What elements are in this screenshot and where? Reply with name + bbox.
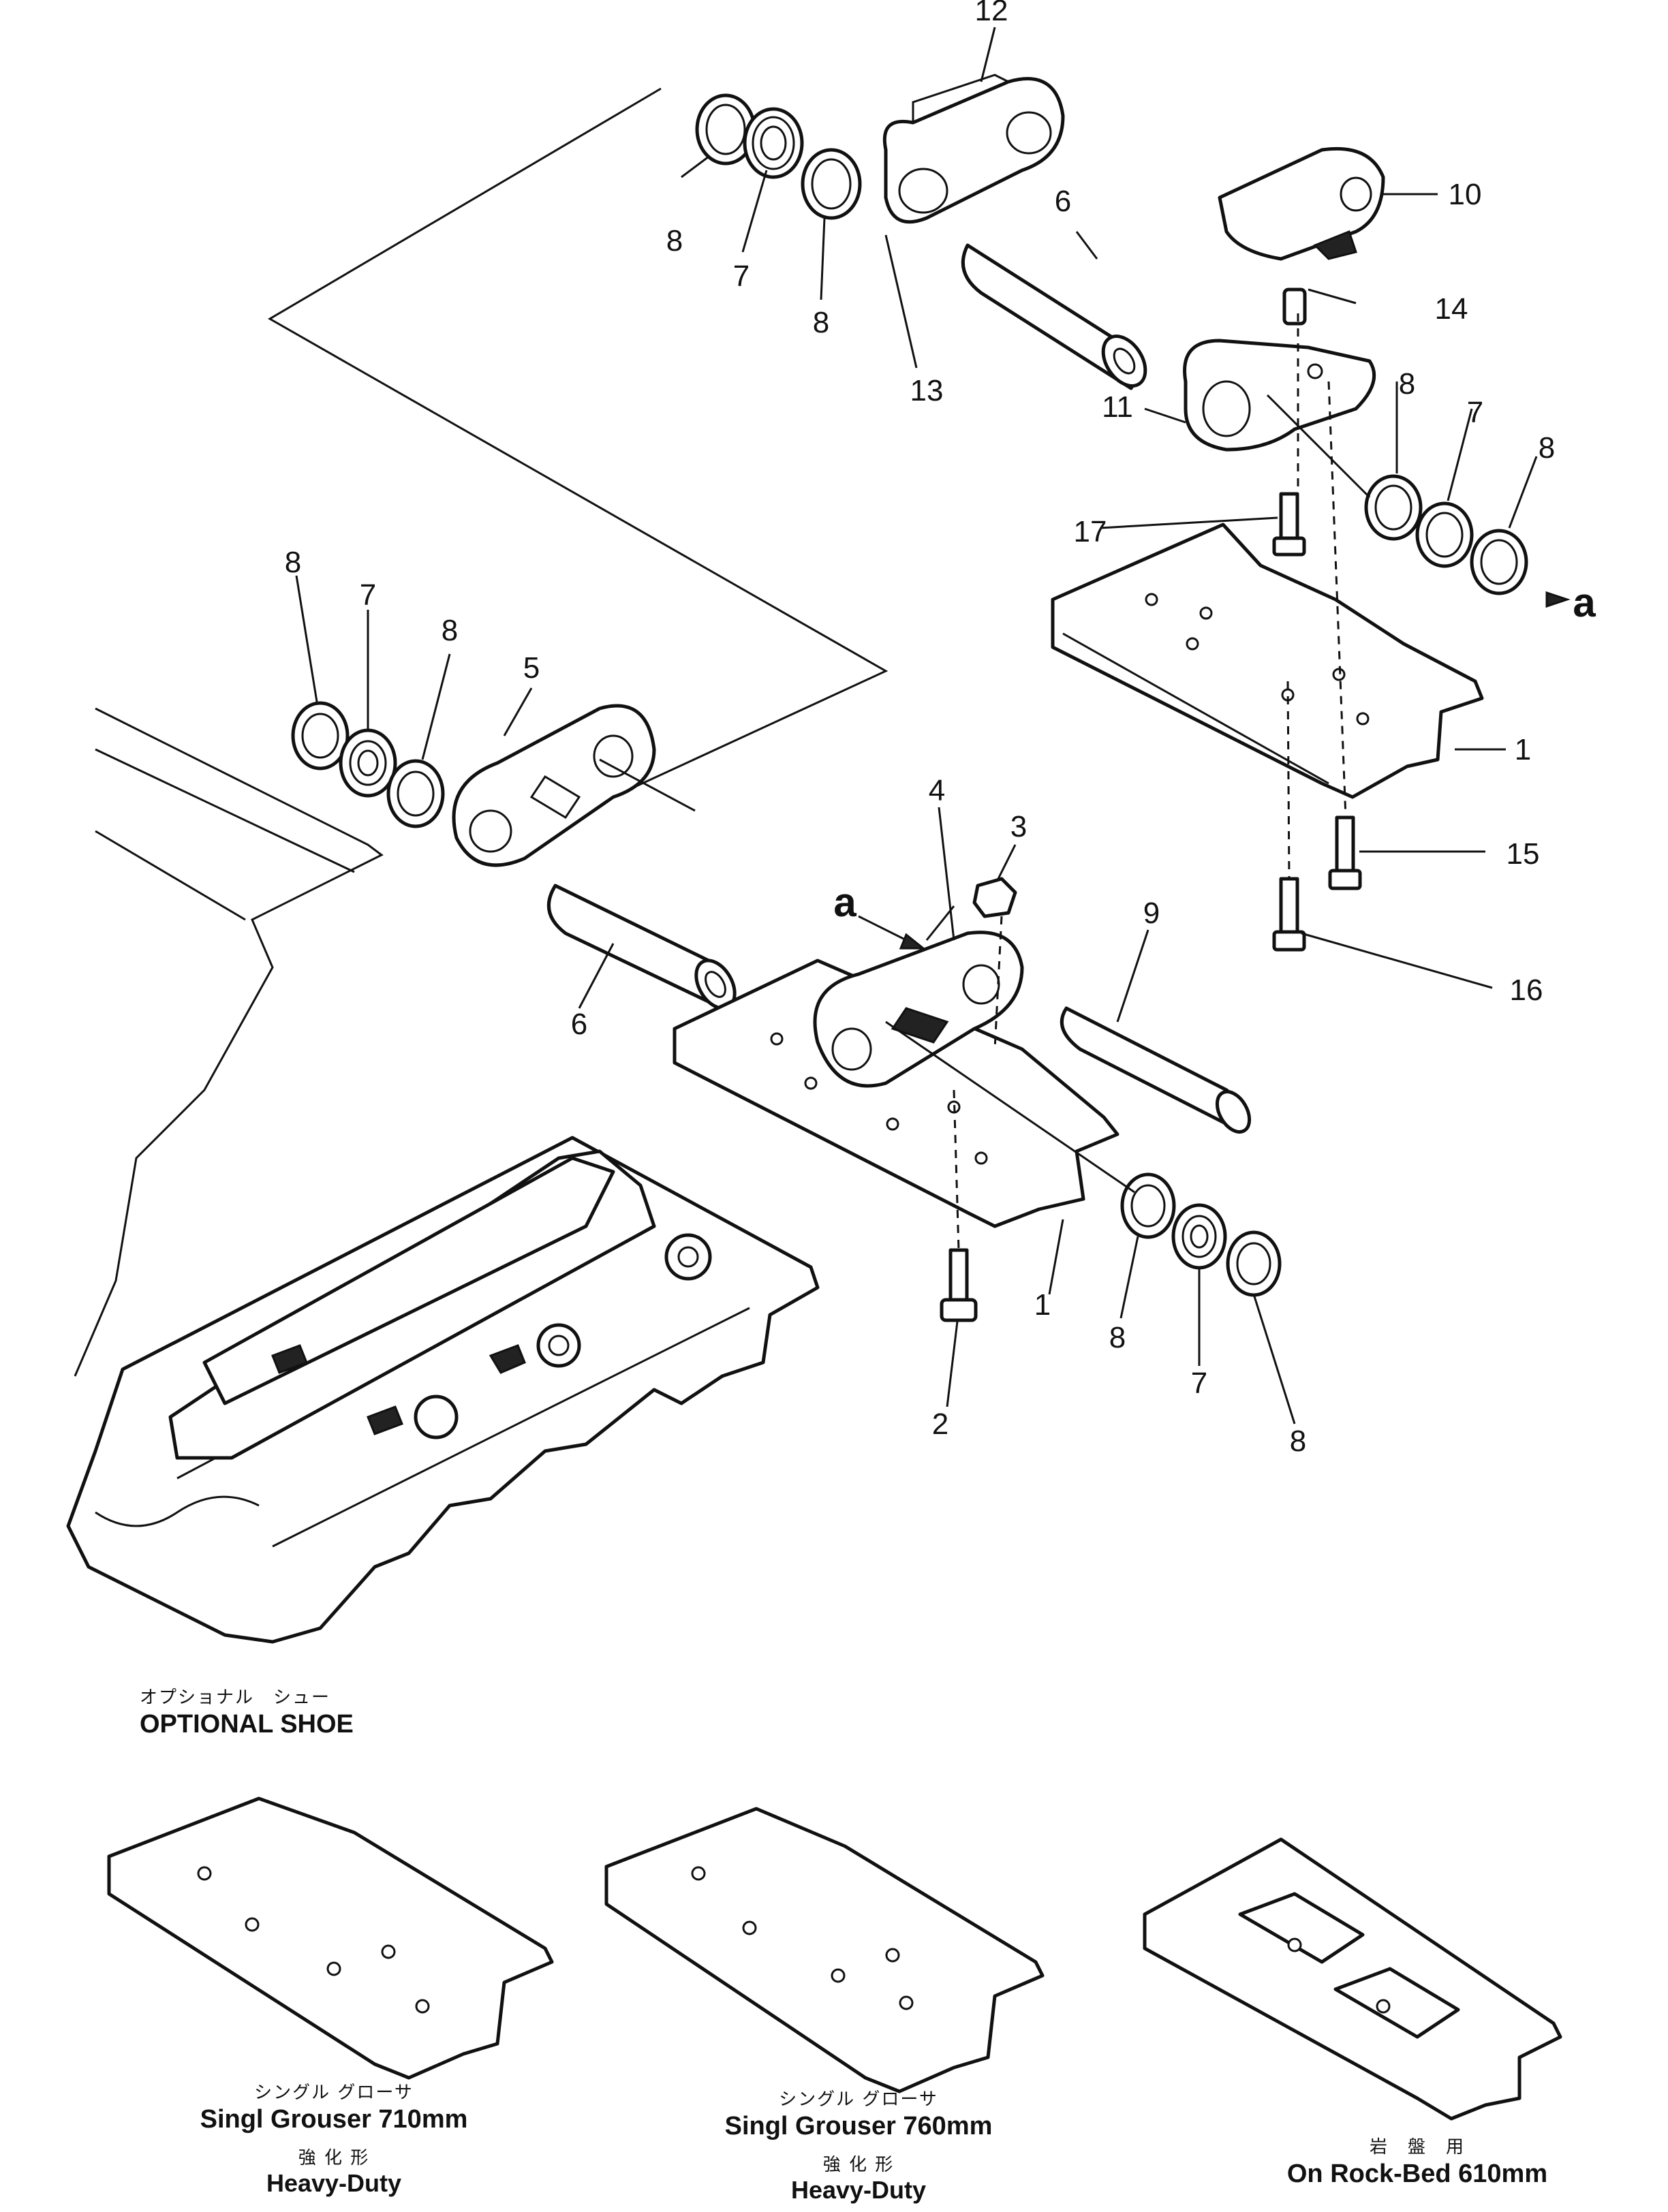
shoe-710-jp: シングル グローサ bbox=[254, 2083, 414, 2103]
washer-8-right-a bbox=[1364, 474, 1423, 541]
washer-8-low-b bbox=[1226, 1230, 1282, 1297]
shoe-760-jp: シングル グローサ bbox=[779, 2089, 938, 2110]
shoe-710-sub-jp: 強 化 形 bbox=[298, 2148, 370, 2168]
shoe-760-en: Singl Grouser 760mm bbox=[724, 2112, 993, 2140]
shoe-760-sub-jp: 強 化 形 bbox=[822, 2155, 895, 2175]
shoe-caption-rock-bed: 岩 盤 用 On Rock-Bed 610mm bbox=[1226, 2136, 1608, 2189]
pin-9 bbox=[1060, 1006, 1252, 1134]
callout-16: 16 bbox=[1510, 973, 1543, 1007]
optional-shoe-singl-760 bbox=[604, 1807, 1045, 2093]
optional-shoe-caption-en: OPTIONAL SHOE bbox=[140, 1710, 354, 1739]
optional-shoe-rock-bed-610 bbox=[1143, 1837, 1562, 2121]
shoe-rock-en: On Rock-Bed 610mm bbox=[1286, 2160, 1548, 2188]
callout-13: 13 bbox=[910, 374, 944, 407]
callout-14: 14 bbox=[1435, 292, 1468, 326]
callout-8-right-a: 8 bbox=[1399, 367, 1415, 401]
shoe-caption-760: シングル グローサ Singl Grouser 760mm 強 化 形 Heav… bbox=[681, 2088, 1036, 2204]
callout-12: 12 bbox=[975, 0, 1008, 27]
callout-8-low-a: 8 bbox=[1109, 1321, 1126, 1354]
callout-8-mid-a: 8 bbox=[285, 546, 301, 579]
shoe-caption-710: シングル グローサ Singl Grouser 710mm 強 化 形 Heav… bbox=[157, 2081, 511, 2197]
shoe-rock-jp: 岩 盤 用 bbox=[1369, 2137, 1465, 2158]
seal-7-right bbox=[1415, 501, 1474, 568]
callout-8-mid-b: 8 bbox=[442, 614, 458, 647]
assembly-frame-line bbox=[268, 87, 889, 795]
callout-15: 15 bbox=[1507, 837, 1540, 871]
callout-2: 2 bbox=[932, 1407, 948, 1441]
optional-shoe-singl-710 bbox=[107, 1796, 554, 2080]
washer-8-low-a bbox=[1120, 1172, 1176, 1239]
master-link-12 bbox=[882, 74, 1065, 224]
callout-7-mid: 7 bbox=[360, 578, 376, 612]
callout-8-top-b: 8 bbox=[813, 306, 829, 339]
seal-7-top bbox=[743, 107, 804, 179]
callout-9: 9 bbox=[1143, 897, 1160, 930]
callout-8-low-b: 8 bbox=[1290, 1424, 1306, 1458]
callout-1-top: 1 bbox=[1515, 733, 1531, 766]
callout-7-right: 7 bbox=[1467, 396, 1483, 429]
bolt-2 bbox=[940, 1248, 978, 1322]
link-4 bbox=[813, 931, 1024, 1088]
washer-8-mid-b bbox=[386, 759, 445, 828]
link-5 bbox=[452, 704, 656, 867]
optional-shoe-caption-jp: オプショナル シュー bbox=[140, 1687, 331, 1708]
link-11 bbox=[1183, 339, 1376, 452]
bushing-6-top bbox=[961, 243, 1147, 390]
callout-7-low: 7 bbox=[1191, 1367, 1207, 1400]
callout-11: 11 bbox=[1102, 390, 1133, 424]
view-mark-a-right: a bbox=[1573, 580, 1596, 625]
washer-8-top-b bbox=[801, 148, 862, 220]
washer-8-mid-a bbox=[291, 701, 350, 770]
pin-14 bbox=[1282, 287, 1307, 326]
nut-3 bbox=[972, 877, 1017, 918]
seal-7-low bbox=[1171, 1203, 1227, 1270]
bolt-16 bbox=[1272, 877, 1306, 952]
callout-8-top-a: 8 bbox=[666, 224, 683, 258]
callout-17: 17 bbox=[1074, 515, 1107, 548]
bolt-15 bbox=[1328, 815, 1362, 890]
callout-3: 3 bbox=[1010, 810, 1027, 843]
callout-7-top: 7 bbox=[733, 260, 750, 293]
track-shoe-1-top bbox=[1051, 523, 1484, 799]
washer-8-right-b bbox=[1470, 529, 1528, 595]
track-shoe-1-mid bbox=[673, 959, 1119, 1228]
callout-5: 5 bbox=[523, 651, 540, 685]
callout-4: 4 bbox=[929, 774, 945, 807]
bolt-17 bbox=[1272, 492, 1306, 557]
seal-7-mid bbox=[339, 728, 397, 798]
link-10 bbox=[1218, 146, 1385, 261]
bushing-6-mid bbox=[546, 884, 737, 1010]
shoe-760-sub-en: Heavy-Duty bbox=[790, 2176, 927, 2204]
view-mark-a-left: a bbox=[833, 879, 856, 925]
callout-6-mid: 6 bbox=[571, 1008, 587, 1041]
shoe-710-sub-en: Heavy-Duty bbox=[266, 2169, 402, 2197]
callout-1-mid: 1 bbox=[1034, 1288, 1051, 1322]
callout-8-right-b: 8 bbox=[1539, 431, 1555, 465]
callout-6-top: 6 bbox=[1055, 185, 1071, 218]
optional-shoe-caption: オプショナル シュー OPTIONAL SHOE bbox=[140, 1686, 354, 1739]
shoe-710-en: Singl Grouser 710mm bbox=[200, 2105, 468, 2134]
callout-10: 10 bbox=[1449, 178, 1482, 211]
assembled-track-view bbox=[66, 707, 820, 1644]
